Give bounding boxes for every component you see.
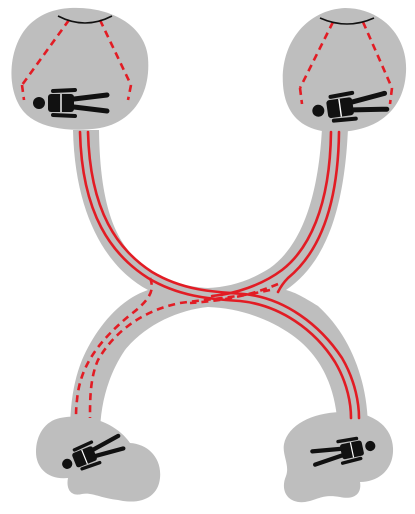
x-body-shape	[70, 128, 368, 435]
top-left-head-shape	[11, 8, 148, 130]
grey-body-silhouette	[11, 8, 406, 502]
solid-pathway-left-outer	[80, 132, 351, 418]
bottom-left-body-shape	[36, 417, 160, 502]
